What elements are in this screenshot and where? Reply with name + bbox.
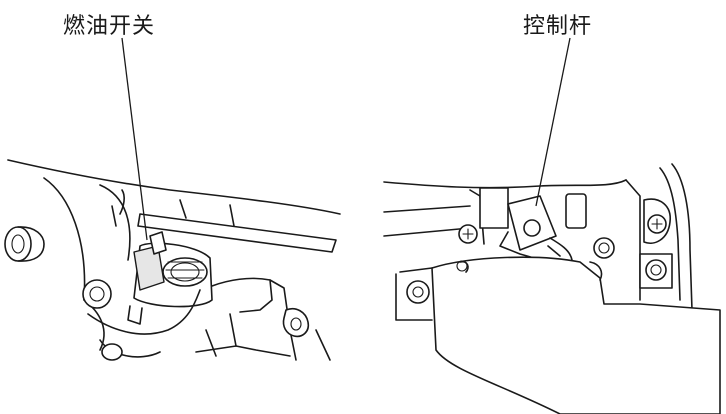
right-panel-drawing xyxy=(383,163,721,414)
control-lever-leader-line xyxy=(535,37,571,207)
fuel-valve-label: 燃油开关 xyxy=(63,14,156,39)
left-panel-drawing xyxy=(4,159,341,361)
fuel-valve-leader-line xyxy=(121,37,148,241)
control-lever-label: 控制杆 xyxy=(523,14,593,39)
